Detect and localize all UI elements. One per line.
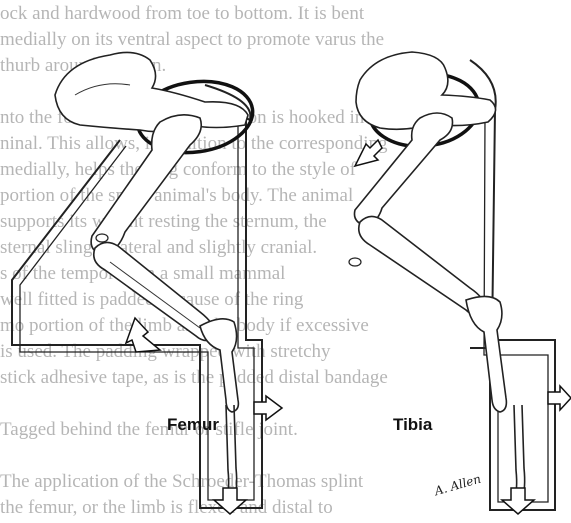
femur-hock-bones	[200, 319, 238, 412]
femur-fibula-bone	[110, 262, 200, 328]
tibia-metatarsal-bones	[514, 405, 525, 500]
tibia-patella	[349, 258, 361, 266]
femur-label: Femur	[167, 415, 219, 435]
femur-force-arrow-right	[254, 396, 282, 420]
femur-patella	[96, 234, 108, 242]
femur-force-arrow-bottom	[214, 488, 246, 514]
femur-metatarsal-bones	[226, 405, 237, 500]
tibia-splint-frame	[470, 60, 555, 510]
femur-panel	[12, 52, 282, 514]
femur-bone	[91, 115, 201, 255]
tibia-label: Tibia	[393, 415, 432, 435]
tibia-force-arrow-up	[355, 140, 382, 166]
femur-force-arrow-down	[126, 318, 160, 352]
tibia-femur-bone	[354, 113, 452, 226]
femur-pelvis-bone	[55, 52, 248, 131]
tibia-panel	[349, 52, 571, 514]
femur-splint-frame	[12, 85, 262, 508]
tibia-hock-bones	[466, 296, 506, 412]
tibia-force-arrow-right	[548, 386, 571, 410]
